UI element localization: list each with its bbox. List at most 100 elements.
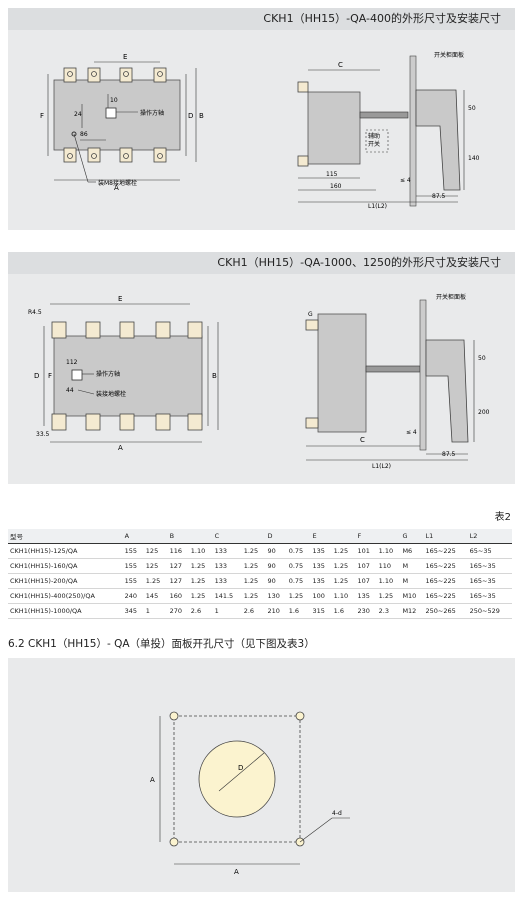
qa1000-label-G: G: [308, 311, 313, 318]
qa1000-panel-plate: [419, 299, 427, 451]
qa400-dim-87-5: 87.5: [432, 193, 446, 200]
table-cell: 155: [122, 543, 144, 559]
section-62-title: 6.2 CKH1（HH15）- QA（单投）面板开孔尺寸（见下图及表3）: [8, 638, 315, 650]
table-cell: 1.25: [331, 543, 356, 559]
table-cell: CKH1(HH15)-200/QA: [8, 573, 123, 589]
table-cell: 1.25: [241, 543, 266, 559]
table-cell: 1.25: [188, 558, 213, 574]
table-cell: 270: [167, 603, 189, 619]
table-cell: 1.25: [143, 573, 168, 589]
table-cell: 1.25: [241, 558, 266, 574]
qa400-m8-bolt-label: 装M8接地螺栓: [98, 179, 137, 187]
qa400-op-shaft: [105, 107, 117, 119]
qa400-label-A: A: [114, 184, 119, 192]
table-cell: 1.10: [188, 543, 213, 559]
col-header-E-tol: [331, 529, 356, 544]
table-cell: 127: [167, 558, 189, 574]
table-cell: 165~35: [467, 588, 512, 604]
qa1000-dim-112: 112: [66, 359, 78, 366]
table-cell: M6: [400, 543, 424, 559]
table-cell: 1.10: [376, 573, 401, 589]
table-cell: 107: [355, 573, 377, 589]
table-cell: 1.25: [331, 558, 356, 574]
col-header-E: E: [310, 529, 332, 544]
table-cell: M12: [400, 603, 424, 619]
table-cell: 90: [265, 573, 287, 589]
table-cell: 135: [355, 588, 377, 604]
table-cell: 1.6: [286, 603, 311, 619]
col-header-F-tol: [376, 529, 401, 544]
table-cell: 135: [310, 558, 332, 574]
col-header-B: B: [167, 529, 189, 544]
panel-cutout: D A A 4-d: [8, 658, 515, 892]
qa1000-handle: [425, 339, 469, 443]
qa400-bottom-lugs: [63, 147, 167, 163]
col-header-L1: L1: [423, 529, 468, 544]
table-cell: 116: [167, 543, 189, 559]
col-header-F: F: [355, 529, 377, 544]
qa1000-label-D: D: [34, 372, 39, 380]
qa1000-dim-lt4: ≤ 4: [406, 429, 417, 436]
panel-qa400: CKH1（HH15）-QA-400的外形尺寸及安装尺寸: [8, 8, 515, 230]
qa1000-op-shaft-label: 操作方轴: [96, 370, 120, 378]
table-cell: 90: [265, 558, 287, 574]
qa400-label-D: D: [188, 112, 193, 120]
table-cell: 230: [355, 603, 377, 619]
qa1000-side-body: [317, 313, 367, 433]
table-cell: 165~225: [423, 543, 468, 559]
table-cell: 1.25: [376, 588, 401, 604]
cutout-drawing: D A A 4-d: [150, 711, 350, 876]
col-header-C-tol: [241, 529, 266, 544]
qa1000-dim-44: 44: [66, 387, 74, 394]
table-cell: 155: [122, 573, 144, 589]
qa400-aux-switch-2: 开关: [368, 140, 380, 148]
table-cell: 250~529: [467, 603, 512, 619]
table-cell: 125: [143, 558, 168, 574]
panel-qa1000: CKH1（HH15）-QA-1000、1250的外形尺寸及安装尺寸 R4.5 E…: [8, 252, 515, 484]
table-cell: 315: [310, 603, 332, 619]
table-cell: 101: [355, 543, 377, 559]
table-cell: 133: [212, 558, 242, 574]
qa400-panel-plate: [409, 55, 417, 207]
dimension-table: 型号 A B C D E F G L1 L2 CKH1(HH15)-125/QA…: [8, 529, 512, 619]
qa1000-label-F: F: [48, 372, 52, 380]
table-cell: CKH1(HH15)-160/QA: [8, 558, 123, 574]
table-cell: CKH1(HH15)-400(250)/QA: [8, 588, 123, 604]
table-cell: M: [400, 558, 424, 574]
table-cell: 145: [143, 588, 168, 604]
table-cell: 1: [143, 603, 168, 619]
table-cell: 165~225: [423, 573, 468, 589]
table-cell: 345: [122, 603, 144, 619]
table-cell: 1.10: [331, 588, 356, 604]
table-cell: 141.5: [212, 588, 242, 604]
qa1000-dim-33-5: 33.5: [36, 431, 50, 438]
col-header-A-tol: [143, 529, 168, 544]
table-cell: 250~265: [423, 603, 468, 619]
qa400-label-F: F: [40, 112, 44, 120]
col-header-D-tol: [286, 529, 311, 544]
qa1000-R4-5: R4.5: [28, 309, 42, 316]
col-header-D: D: [265, 529, 287, 544]
qa1000-bottom-lugs: [51, 413, 203, 431]
qa1000-label-A: A: [118, 444, 123, 452]
table-cell: 155: [122, 558, 144, 574]
table-cell: 110: [376, 558, 401, 574]
panel-qa1000-title: CKH1（HH15）-QA-1000、1250的外形尺寸及安装尺寸: [8, 252, 515, 274]
table-cell: 2.6: [188, 603, 213, 619]
col-header-G: G: [400, 529, 424, 544]
table-caption: 表2: [494, 512, 511, 523]
table-cell: M: [400, 573, 424, 589]
qa400-aux-switch-1: 辅助: [368, 132, 380, 140]
qa400-dim-24: 24: [74, 111, 82, 118]
qa1000-dim-87-5: 87.5: [442, 451, 456, 458]
table-cell: 2.3: [376, 603, 401, 619]
table-cell: CKH1(HH15)-125/QA: [8, 543, 123, 559]
table-cell: 133: [212, 543, 242, 559]
qa400-dim-lt4: ≤ 4: [400, 177, 411, 184]
qa400-label-B: B: [199, 112, 204, 120]
qa1000-L1L2: L1(L2): [372, 463, 391, 470]
